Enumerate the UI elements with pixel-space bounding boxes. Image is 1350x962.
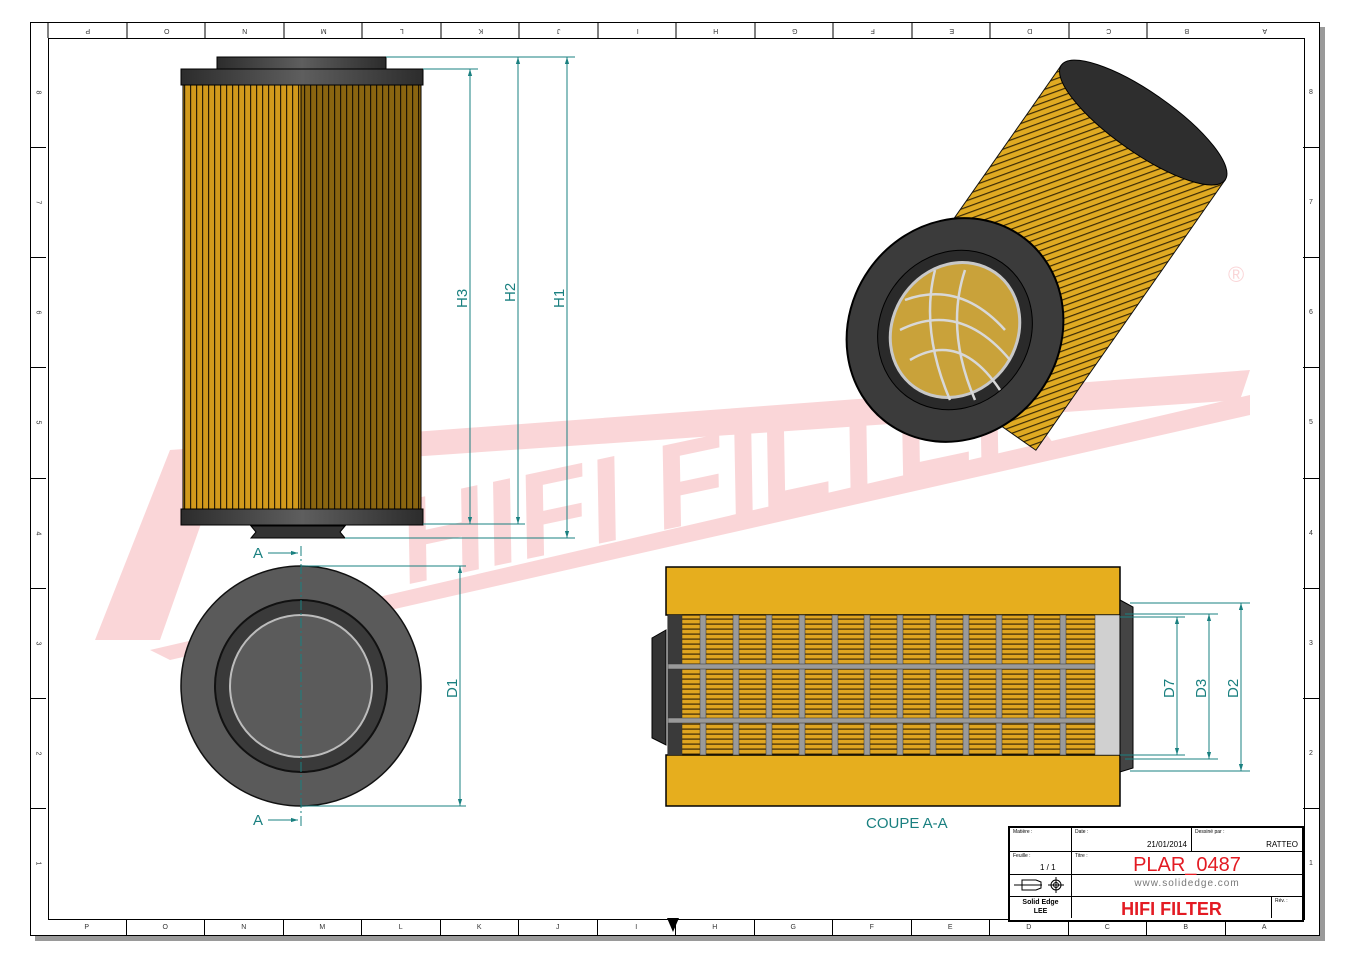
title-cell: Titre : PLAR_0487 <box>1072 852 1302 876</box>
software-sub: LEE <box>1033 908 1048 915</box>
zone-col: L <box>362 920 441 936</box>
section-marker-top: A <box>253 545 263 562</box>
title-block: Matière : Date : 21/01/2014 Dessiné par … <box>1008 826 1304 922</box>
zone-col: K <box>441 920 519 936</box>
projection-symbol-cell <box>1010 875 1072 897</box>
zone-row: 5 <box>1303 368 1319 479</box>
zone-col: C <box>1069 920 1147 936</box>
zone-row: 3 <box>30 589 46 699</box>
zone-col: P <box>48 920 127 936</box>
front-view-filter <box>180 546 466 826</box>
isometric-view-filter <box>845 59 1228 451</box>
zone-col: O <box>127 920 205 936</box>
zone-row: 6 <box>1303 258 1319 369</box>
zone-row: 7 <box>30 148 46 259</box>
drawn-by-cell: Dessiné par : RATTEO <box>1192 828 1302 852</box>
date-cell: Date : 21/01/2014 <box>1072 828 1192 852</box>
height-dimensions <box>345 56 575 539</box>
zone-row: 2 <box>1303 699 1319 809</box>
drawn-by-value: RATTEO <box>1266 840 1298 849</box>
drawing-title: PLAR_0487 <box>1133 854 1241 876</box>
dim-d1: D1 <box>444 679 461 698</box>
zone-rows-right: 8 7 6 5 4 3 2 1 <box>1303 38 1319 918</box>
dim-d3: D3 <box>1193 679 1210 698</box>
dim-d7: D7 <box>1161 679 1178 698</box>
revision-cell: Rév. : <box>1275 898 1288 904</box>
svg-text:®: ® <box>1228 262 1244 287</box>
zone-col: A <box>1261 924 1267 931</box>
side-view-filter <box>180 56 424 539</box>
zone-columns-bottom: P O N M L K J I H G F E D C B A <box>48 920 1303 936</box>
zone-row: 7 <box>1303 148 1319 259</box>
website-text: www.solidedge.com <box>1134 878 1240 889</box>
zone-row: 4 <box>30 479 46 589</box>
center-mark-icon <box>667 918 679 932</box>
dim-h1: H1 <box>551 289 568 308</box>
zone-row: 3 <box>1303 589 1319 699</box>
material-cell: Matière : <box>1010 828 1072 852</box>
zone-col: J <box>519 920 598 936</box>
zone-row: 8 <box>1303 38 1319 149</box>
zone-col: D <box>990 920 1069 936</box>
date-value: 21/01/2014 <box>1146 840 1187 849</box>
zone-col: M <box>284 920 362 936</box>
zone-row: 8 <box>30 38 46 149</box>
zone-col: E <box>912 920 990 936</box>
brand-cell: HIFI FILTER <box>1072 897 1272 919</box>
projection-symbol-icon <box>1014 877 1064 893</box>
zone-col: N <box>205 920 284 936</box>
section-view-filter <box>651 566 1134 807</box>
zone-col: H <box>676 920 755 936</box>
dim-h2: H2 <box>502 283 519 302</box>
website-cell: www.solidedge.com <box>1072 875 1302 897</box>
dim-h3: H3 <box>454 289 471 308</box>
zone-row: 5 <box>30 368 46 479</box>
section-label: COUPE A-A <box>866 815 948 832</box>
zone-col: F <box>833 920 912 936</box>
sheet-cell: Feuille : 1 / 1 <box>1010 852 1072 875</box>
section-marker-bottom: A <box>253 812 263 829</box>
brand-name: HIFI FILTER <box>1121 899 1222 919</box>
software-name: Solid Edge <box>1022 899 1059 906</box>
zone-row: 6 <box>30 258 46 369</box>
zone-row: 2 <box>30 699 46 809</box>
sheet-value: 1 / 1 <box>1040 863 1056 872</box>
zone-col: B <box>1147 920 1226 936</box>
section-dimensions <box>1120 602 1250 772</box>
zone-col: G <box>755 920 833 936</box>
zone-row: 4 <box>1303 479 1319 589</box>
dim-d2: D2 <box>1225 679 1242 698</box>
software-cell: Solid Edge LEE <box>1010 897 1072 918</box>
zone-rows-left: 8 7 6 5 4 3 2 1 <box>30 38 46 918</box>
zone-row: 1 <box>1309 859 1313 867</box>
